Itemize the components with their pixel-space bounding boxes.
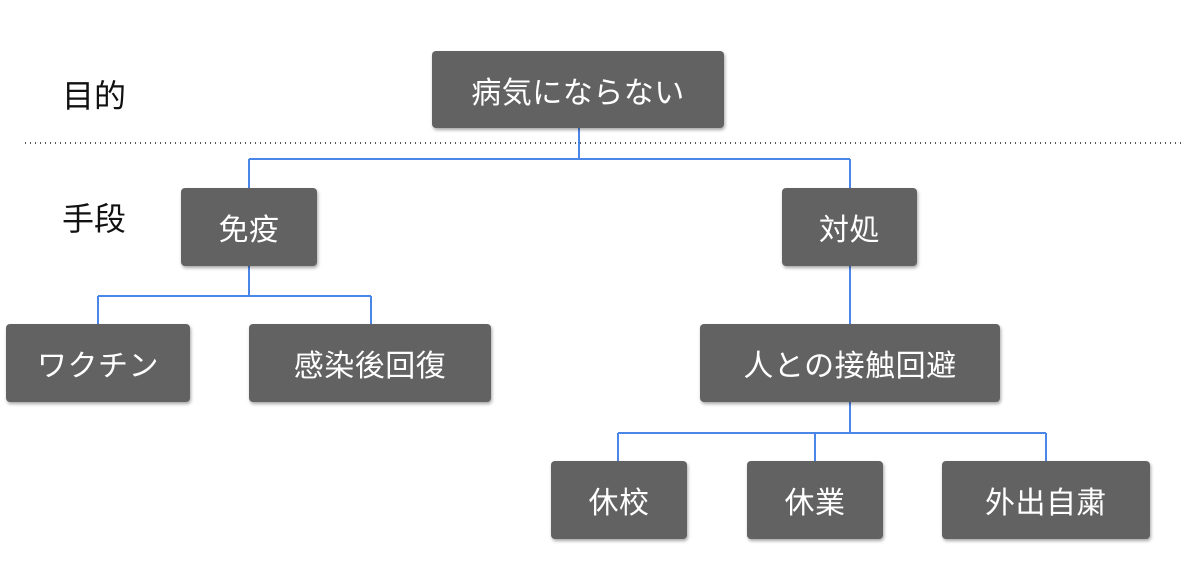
node-response: 対処 <box>782 188 917 266</box>
node-avoid-contact: 人との接触回避 <box>700 324 1000 402</box>
node-stay-home: 外出自粛 <box>942 461 1150 539</box>
node-immunity: 免疫 <box>181 188 317 266</box>
node-root-no-illness: 病気にならない <box>432 51 724 128</box>
connector-root-children <box>248 128 851 188</box>
connector-immunity-children <box>97 266 372 324</box>
purpose-label: 目的 <box>62 77 127 115</box>
connector-avoid-children <box>617 402 1047 461</box>
node-school-closure: 休校 <box>551 461 687 539</box>
means-label: 手段 <box>62 200 127 238</box>
node-vaccine: ワクチン <box>6 324 190 402</box>
node-post-infection-recovery: 感染後回復 <box>249 324 491 402</box>
node-business-closure: 休業 <box>747 461 883 539</box>
